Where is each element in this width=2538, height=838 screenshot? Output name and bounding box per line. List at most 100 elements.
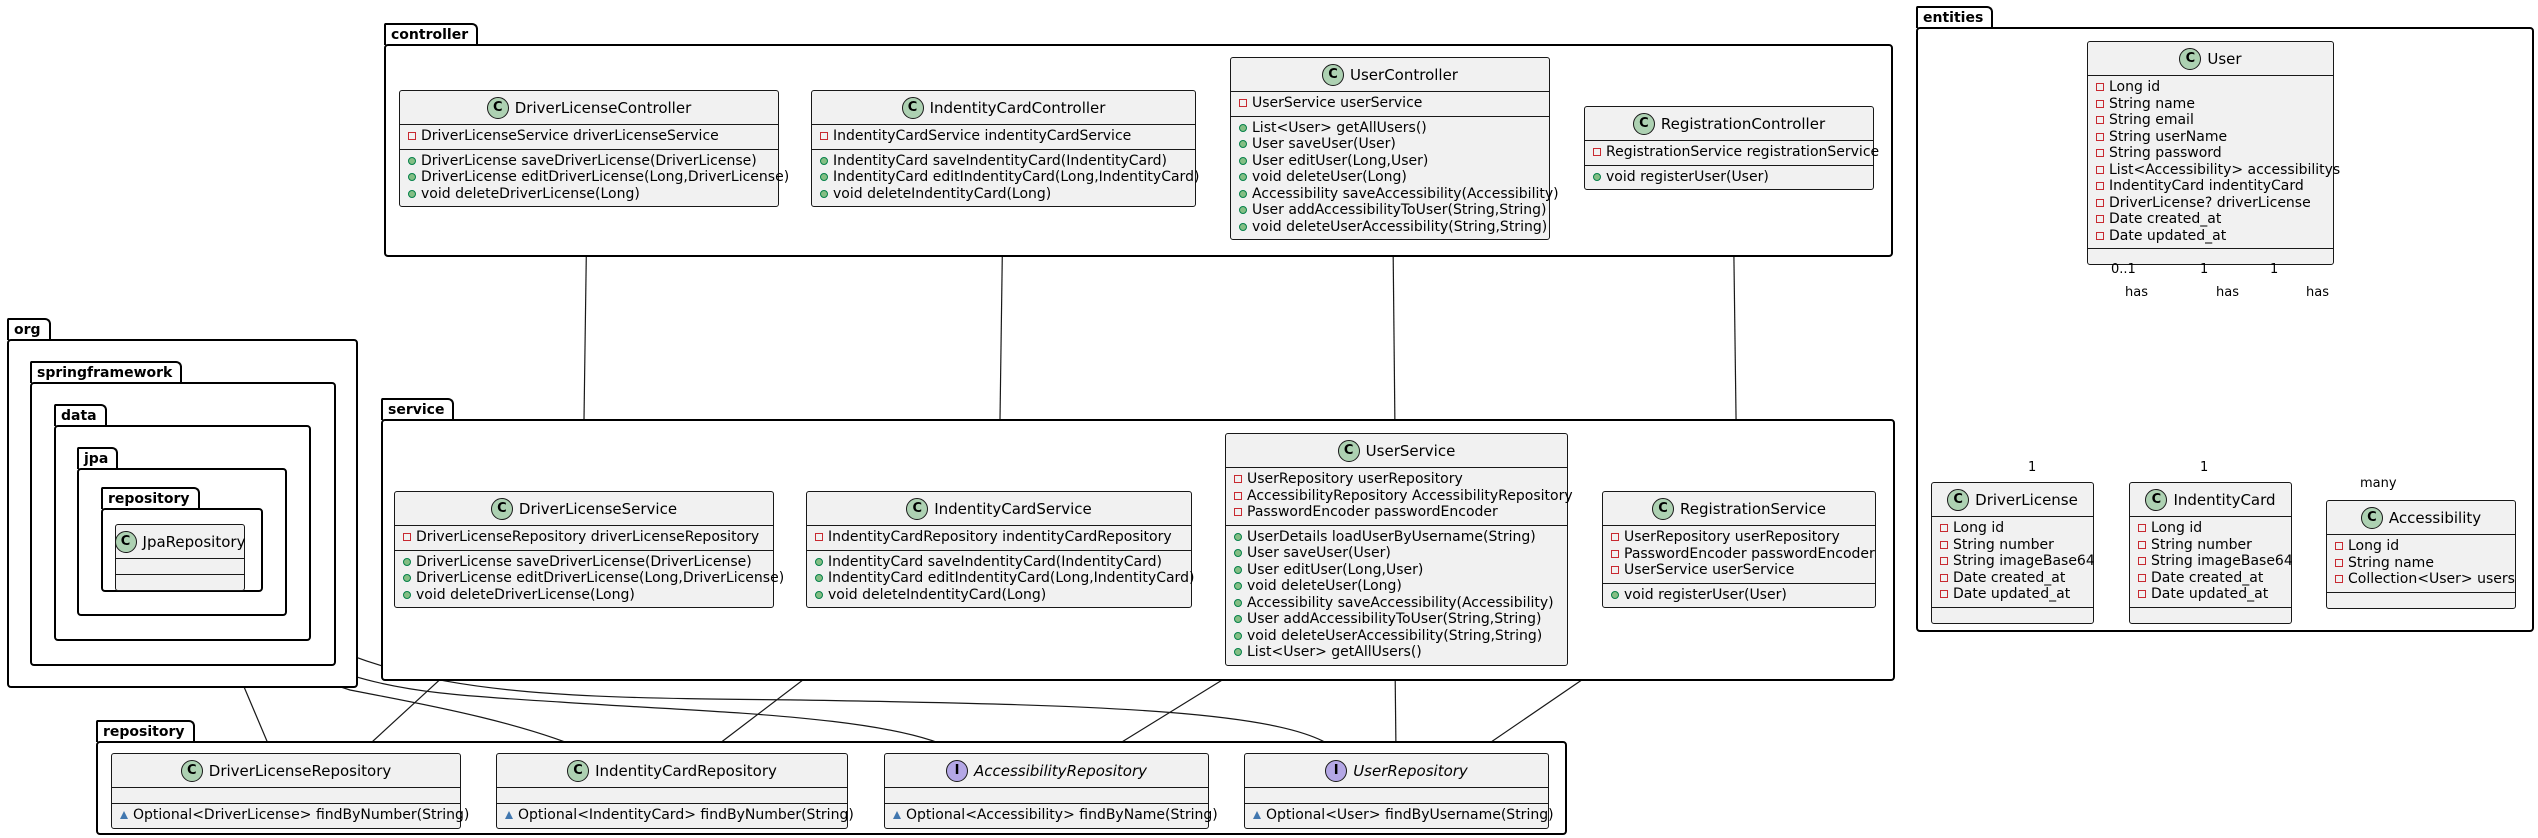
class-name: IndentityCardService xyxy=(934,499,1092,518)
private-visibility-icon xyxy=(1940,573,1948,582)
public-visibility-icon xyxy=(1234,565,1242,574)
member-text: UserService userService xyxy=(1624,562,1795,578)
class-name: DriverLicenseController xyxy=(514,98,692,117)
class-icon: C xyxy=(114,531,137,553)
operation: void deleteUser(Long) xyxy=(1234,578,1561,595)
attribute: RegistrationService registrationService xyxy=(1593,144,1879,161)
operations-section xyxy=(116,574,244,590)
mult-user-accessibility-target: many xyxy=(2360,476,2397,491)
mult-user-driverlicense-source: 0..1 xyxy=(2111,262,2136,277)
attribute: Collection<User> users xyxy=(2335,571,2515,588)
public-visibility-icon xyxy=(1234,582,1242,591)
public-visibility-icon xyxy=(1234,549,1242,558)
attribute: String name xyxy=(2096,96,2327,113)
private-visibility-icon xyxy=(2335,575,2343,584)
operations-section: IndentityCard saveIndentityCard(Indentit… xyxy=(807,549,1194,608)
edge-usercontroller-service xyxy=(1390,237,1400,434)
private-visibility-icon xyxy=(1611,533,1619,542)
class-name: JpaRepository xyxy=(142,532,246,551)
member-text: DriverLicense? driverLicense xyxy=(2109,194,2311,211)
attributes-section: IndentityCardService indentityCardServic… xyxy=(812,124,1195,149)
class-icon: C xyxy=(486,97,509,119)
member-text: RegistrationService registrationService xyxy=(1606,144,1880,160)
operation: UserDetails loadUserByUsername(String) xyxy=(1234,529,1561,546)
private-visibility-icon xyxy=(2335,558,2343,567)
attribute: String userName xyxy=(2096,129,2327,146)
private-visibility-icon xyxy=(1593,148,1601,157)
member-text: String email xyxy=(2109,112,2194,128)
private-visibility-icon xyxy=(2096,83,2104,92)
member-text: String imageBase64 xyxy=(2151,553,2293,569)
assoc-label-user-driverlicense: has xyxy=(2125,285,2148,300)
class-icon: C xyxy=(567,760,590,782)
public-visibility-icon xyxy=(1234,631,1242,640)
public-visibility-icon xyxy=(1234,598,1242,607)
operation: User editUser(Long,User) xyxy=(1239,153,1543,170)
member-text: IndentityCard saveIndentityCard(Indentit… xyxy=(833,152,1167,169)
member-text: Long id xyxy=(2151,520,2203,536)
member-text: Optional<User> findByUsername(String) xyxy=(1266,807,1554,823)
attribute: Date updated_at xyxy=(2096,228,2327,245)
private-visibility-icon xyxy=(1234,508,1242,517)
member-text: String name xyxy=(2109,95,2195,112)
operation: IndentityCard saveIndentityCard(Indentit… xyxy=(820,153,1189,170)
operation: void deleteIndentityCard(Long) xyxy=(815,587,1185,604)
attributes-section: UserService userService xyxy=(1231,91,1549,116)
member-text: IndentityCard saveIndentityCard(Indentit… xyxy=(828,553,1162,570)
operations-section: Optional<DriverLicense> findByNumber(Str… xyxy=(112,803,469,828)
member-text: Date updated_at xyxy=(2109,227,2227,244)
public-visibility-icon xyxy=(1239,123,1247,132)
attributes-section xyxy=(885,787,1208,803)
public-visibility-icon xyxy=(408,189,416,198)
member-text: void registerUser(User) xyxy=(1624,586,1787,603)
member-text: User editUser(Long,User) xyxy=(1252,152,1429,169)
mult-user-accessibility-source: 1 xyxy=(2270,262,2279,277)
member-text: String name xyxy=(2348,554,2434,571)
class-jparepository[interactable]: C JpaRepository xyxy=(114,524,246,591)
private-visibility-icon xyxy=(2138,540,2146,549)
member-text: User saveUser(User) xyxy=(1252,136,1396,152)
member-text: void deleteDriverLicense(Long) xyxy=(416,586,635,603)
class-name: UserService xyxy=(1365,441,1456,460)
member-text: IndentityCard indentityCard xyxy=(2109,178,2304,194)
package-jpa-tab: jpa xyxy=(77,447,119,469)
private-visibility-icon xyxy=(2138,524,2146,533)
public-visibility-icon xyxy=(1239,222,1247,231)
attribute: AccessibilityRepository AccessibilityRep… xyxy=(1234,488,1573,505)
private-visibility-icon xyxy=(2138,557,2146,566)
attributes-section: DriverLicenseRepository driverLicenseRep… xyxy=(395,525,773,550)
package-controller-tab: controller xyxy=(384,23,479,45)
attribute: String number xyxy=(2138,537,2285,554)
attribute: String number xyxy=(1940,537,2087,554)
attribute: DriverLicense? driverLicense xyxy=(2096,195,2327,212)
private-visibility-icon xyxy=(1940,590,1948,599)
member-text: String imageBase64 xyxy=(1953,553,2095,569)
member-text: PasswordEncoder passwordEncoder xyxy=(1247,504,1498,520)
public-visibility-icon xyxy=(1239,189,1247,198)
attribute: Long id xyxy=(1940,520,2087,537)
operation: DriverLicense editDriverLicense(Long,Dri… xyxy=(408,169,789,186)
class-name: Accessibility xyxy=(2388,508,2482,527)
